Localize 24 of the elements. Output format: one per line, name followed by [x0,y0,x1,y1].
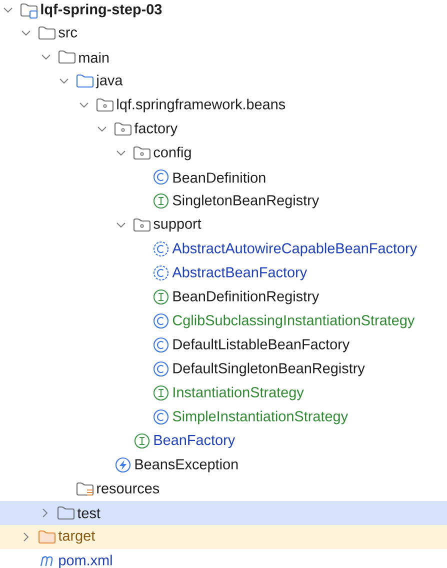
file-name: factory [134,122,178,136]
file-name: BeanFactory [154,435,236,448]
file-name: DefaultSingletonBeanRegistry [173,362,365,376]
file-name: config [154,146,191,160]
file-name: java [96,74,123,88]
file-name: lqf.springframework.beans [117,98,286,112]
file-name: SimpleInstantiationStrategy [172,410,348,424]
file-name: test [77,508,100,518]
file-name: BeanDefinition [173,172,266,183]
file-name: CglibSubclassingInstantiationStrategy [172,314,415,328]
file-name: pom.xml [59,554,112,568]
file-name: DefaultListableBeanFactory [173,338,350,352]
file-name: target [58,531,96,544]
file-name: src [58,30,78,38]
file-name: resources [97,486,160,494]
file-name: lqf-spring-step-03 [41,4,162,18]
file-name: BeansException [135,458,238,472]
file-name: InstantiationStrategy [174,386,304,400]
file-name: AbstractBeanFactory [172,266,308,280]
file-name: support [154,219,202,232]
file-name: BeanDefinitionRegistry [173,290,320,304]
file-name: SingletonBeanRegistry [172,194,320,208]
file-name: main [79,52,109,63]
file-name: AbstractAutowireCapableBeanFactory [172,242,418,256]
